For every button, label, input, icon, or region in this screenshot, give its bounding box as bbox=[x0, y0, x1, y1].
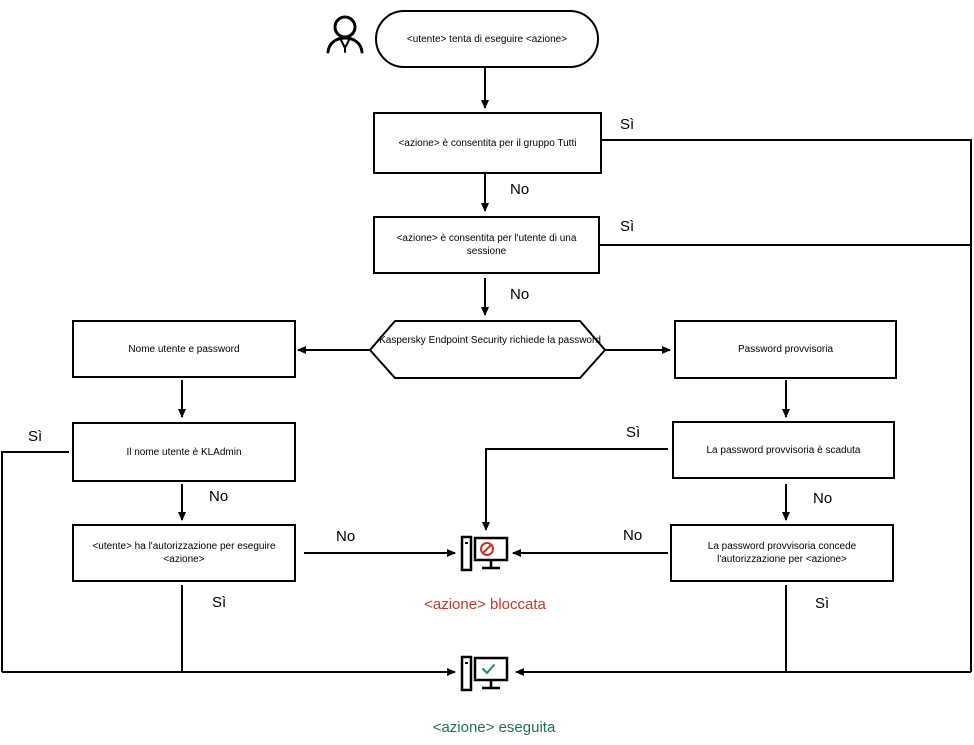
executed-computer-icon bbox=[460, 655, 509, 692]
line-kladmin-yes bbox=[1, 451, 69, 672]
result-executed: <azione> eseguita bbox=[432, 719, 556, 736]
temp-authorizes-check: La password provvisoria concede l'autori… bbox=[670, 524, 894, 582]
blocked-computer-icon bbox=[460, 535, 509, 572]
user-icon bbox=[326, 15, 364, 54]
arrow-expired-yes bbox=[482, 448, 668, 531]
kladmin-check: Il nome utente è KLAdmin bbox=[72, 422, 296, 482]
label-all-group-yes: Sì bbox=[620, 116, 635, 133]
label-kladmin-no: No bbox=[209, 488, 229, 505]
user-authorized-check: <utente> ha l'autorizzazione per eseguir… bbox=[72, 524, 296, 582]
all-group-check: <azione> è consentita per il gruppo Tutt… bbox=[373, 112, 602, 174]
temp-password-node: Password provvisoria bbox=[674, 320, 897, 379]
kes-password-label: Kaspersky Endpoint Security richiede la … bbox=[379, 335, 601, 346]
label-expired-no: No bbox=[813, 490, 833, 507]
label-expired-yes: Sì bbox=[626, 424, 641, 441]
label-temp-authorizes-no: No bbox=[623, 527, 643, 544]
label-session-user-yes: Sì bbox=[620, 218, 635, 235]
label-all-group-no: No bbox=[510, 181, 530, 198]
line-all-group-yes bbox=[602, 139, 972, 672]
label-temp-authorizes-yes: Sì bbox=[815, 595, 830, 612]
session-user-check: <azione> è consentita per l'utente di un… bbox=[373, 216, 600, 274]
stop-icon bbox=[480, 542, 494, 556]
label-authorized-no: No bbox=[336, 528, 356, 545]
username-password-node: Nome utente e password bbox=[72, 320, 296, 378]
label-session-user-no: No bbox=[510, 286, 530, 303]
temp-expired-check: La password provvisoria è scaduta bbox=[672, 421, 895, 479]
checkmark-icon bbox=[482, 664, 495, 675]
result-blocked: <azione> bloccata bbox=[424, 596, 546, 613]
kes-password-decision bbox=[368, 320, 607, 379]
label-authorized-yes: Sì bbox=[212, 594, 227, 611]
label-kladmin-yes: Sì bbox=[28, 428, 43, 445]
start-node: <utente> tenta di eseguire <azione> bbox=[375, 10, 599, 68]
